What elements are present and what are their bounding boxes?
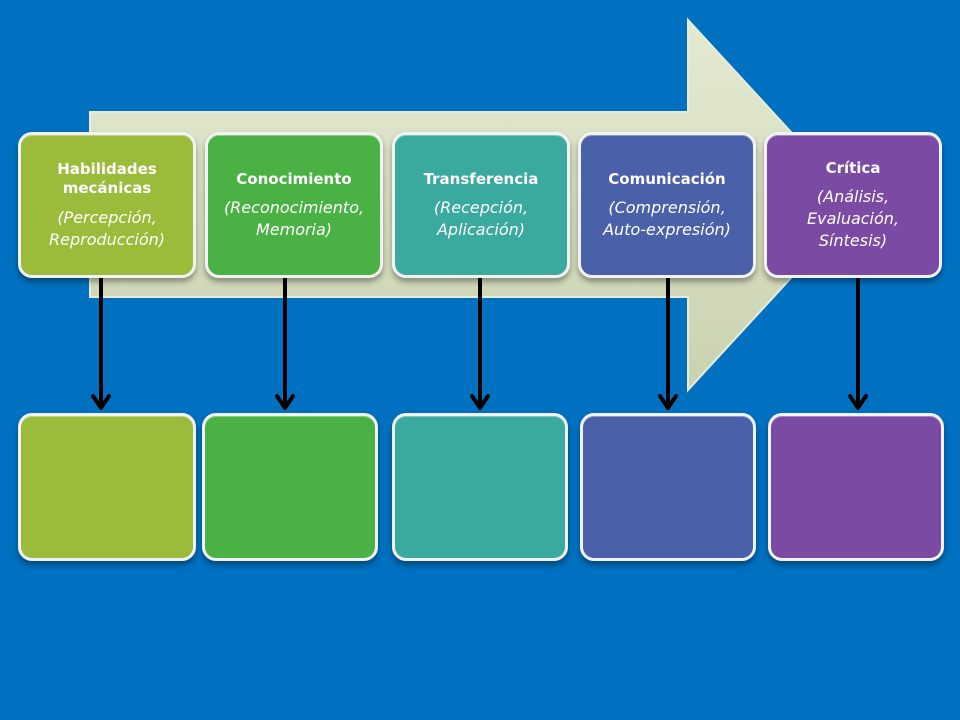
empty-box-critica: [768, 413, 944, 561]
connector-arrows: [91, 278, 868, 410]
stage-title: Habilidades mecánicas: [57, 159, 157, 198]
stage-subtitle: (Reconocimiento, Memoria): [223, 198, 365, 239]
stage-subtitle: (Comprensión, Auto-expresión): [603, 198, 731, 239]
empty-box-transferencia: [392, 413, 568, 561]
stage-subtitle: (Análisis, Evaluación, Síntesis): [806, 187, 900, 250]
stage-subtitle: (Percepción, Reproducción): [49, 207, 165, 249]
stage-subtitle: (Recepción, Aplicación): [433, 198, 529, 239]
stage-box-transferencia: Transferencia (Recepción, Aplicación): [392, 132, 570, 278]
stage-title: Crítica: [825, 158, 881, 177]
connector-arrowhead: [658, 394, 678, 410]
empty-box-conocimiento: [202, 413, 378, 561]
stage-box-critica: Crítica (Análisis, Evaluación, Síntesis): [764, 132, 942, 278]
empty-box-comunicacion: [580, 413, 756, 561]
stage-title: Conocimiento: [236, 169, 352, 188]
stage-title: Comunicación: [608, 169, 726, 188]
connector-arrowhead: [91, 394, 111, 410]
stage-box-comunicacion: Comunicación (Comprensión, Auto-expresió…: [578, 132, 756, 278]
empty-box-habilidades: [18, 413, 196, 561]
connector-arrowhead: [470, 394, 490, 410]
connector-arrowhead: [275, 394, 295, 410]
stage-title: Transferencia: [423, 169, 539, 188]
stage-box-habilidades: Habilidades mecánicas (Percepción, Repro…: [18, 132, 196, 278]
stage-box-conocimiento: Conocimiento (Reconocimiento, Memoria): [205, 132, 383, 278]
connector-arrowhead: [848, 394, 868, 410]
